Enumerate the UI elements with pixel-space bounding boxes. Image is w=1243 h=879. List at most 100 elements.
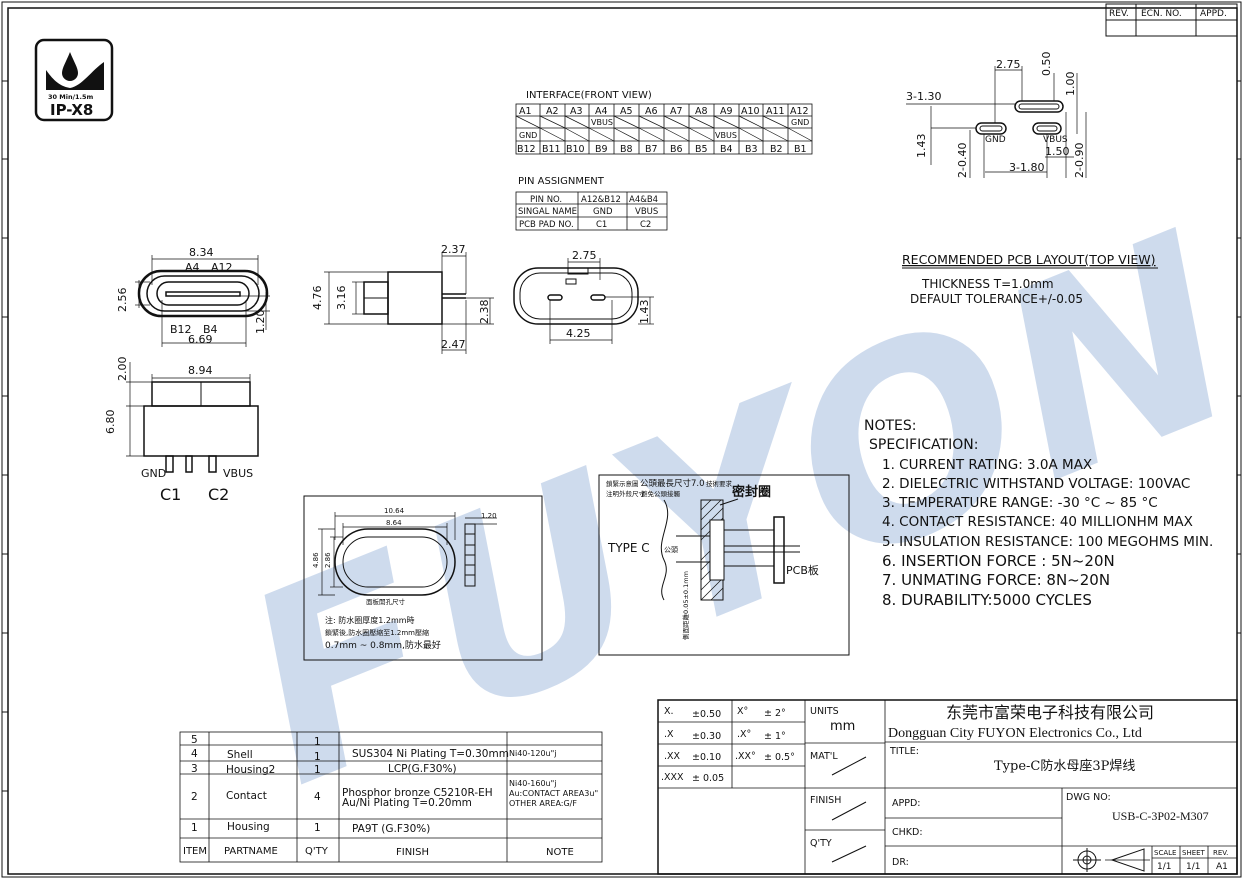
notes-title: NOTES:	[864, 418, 917, 434]
scale-value: 1/1	[1157, 862, 1171, 872]
bom-header-item: ITEM	[183, 846, 207, 857]
cutout-dim-2-86: 2.86	[324, 552, 332, 568]
pcb-thickness: THICKNESS T=1.0mm	[921, 277, 1054, 291]
pcb-dim-2-0-40: 2-0.40	[956, 143, 969, 178]
finish-label: FINISH	[810, 795, 841, 806]
rear-c2-label: C2	[208, 485, 229, 504]
pcb-dim-1-43: 1.43	[915, 134, 928, 159]
pa-r2c2: C2	[640, 220, 651, 230]
notes-block: NOTES: SPECIFICATION: 1. CURRENT RATING:…	[864, 418, 1213, 609]
cutout-dim-4-86: 4.86	[312, 552, 320, 568]
pin-b8: B8	[620, 144, 633, 155]
pcb-board-label: PCB板	[786, 563, 819, 577]
cutout-dim-8-64: 8.64	[386, 519, 402, 527]
front-pin-a4: A4	[185, 261, 200, 274]
chkd-label: CHKD:	[892, 827, 923, 838]
pin-b7: B7	[645, 144, 658, 155]
pcb-dim-0-50: 0.50	[1040, 52, 1053, 77]
pin-a10: A10	[741, 106, 760, 117]
pin-a12: A12	[790, 106, 809, 117]
signal-b4-vbus: VBUS	[715, 131, 737, 140]
title-label: TITLE:	[889, 746, 919, 757]
pcb-tolerance: DEFAULT TOLERANCE+/-0.05	[910, 292, 1083, 306]
bom-finish-4: SUS304 Ni Plating T=0.30mm	[352, 748, 509, 760]
pa-r2c1: C1	[596, 220, 607, 230]
cutout-note-3: 0.7mm ~ 0.8mm,防水最好	[325, 639, 441, 651]
tol-1-3: ± 1°	[764, 731, 786, 742]
pcb-dim-3-1-30: 3-1.30	[906, 90, 941, 103]
bottom-dim-4-25: 4.25	[566, 327, 591, 340]
dwg-no-value: USB-C-3P02-M307	[1112, 809, 1209, 823]
bom-item-1: 1	[191, 822, 198, 834]
pin-b12: B12	[517, 144, 536, 155]
scale-label: SCALE	[1154, 849, 1176, 857]
bom-header-qty: Q'TY	[305, 846, 329, 857]
company-name-en: Dongguan City FUYON Electronics Co., Ltd	[888, 726, 1142, 741]
rev-label: REV.	[1213, 849, 1228, 857]
cutout-caption: 面板開孔尺寸	[366, 597, 406, 606]
bom-qty-5: 1	[314, 736, 321, 748]
rear-dim-8-94: 8.94	[188, 364, 213, 377]
side-dim-2-38: 2.38	[478, 300, 491, 325]
tol-1-2: .X°	[737, 729, 751, 740]
bottom-view-drawing: 2.75 4.25 1.43	[513, 249, 654, 344]
cutout-dim-10-64: 10.64	[384, 507, 405, 515]
pcb-dim-2-0-90: 2-0.90	[1073, 143, 1086, 178]
bom-part-3: Housing2	[226, 764, 275, 776]
drawing-title: Type-C防水母座3P焊线	[994, 758, 1135, 774]
bom-part-2: Contact	[226, 790, 267, 802]
dwg-no-label: DWG NO:	[1066, 792, 1111, 803]
pa-r0c0: PIN NO.	[530, 195, 562, 205]
tol-3-1: ± 0.05	[692, 773, 724, 784]
pin-b10: B10	[566, 144, 585, 155]
front-pin-b12: B12	[170, 323, 192, 336]
pin-a2: A2	[546, 106, 559, 117]
pin-b6: B6	[670, 144, 683, 155]
tol-0-2: X°	[737, 706, 748, 717]
pcb-vbus-label: VBUS	[1043, 135, 1068, 145]
ip-rating: IP-X8	[50, 101, 93, 119]
gap-note: 側面距離0.05±0.1mm	[681, 571, 690, 640]
interface-hatch	[515, 115, 813, 142]
tol-0-3: ± 2°	[764, 708, 786, 719]
rear-view-drawing: 8.94 2.00 6.80 GND VBUS C1 C2	[104, 357, 259, 504]
tol-2-2: .XX°	[735, 751, 756, 762]
units-label: UNITS	[810, 706, 839, 717]
rear-vbus-label: VBUS	[223, 467, 253, 480]
interface-title: INTERFACE(FRONT VIEW)	[526, 90, 652, 101]
note-item-1: 1. CURRENT RATING: 3.0A MAX	[882, 457, 1092, 473]
side-dim-3-16: 3.16	[335, 286, 348, 311]
pin-b1: B1	[794, 144, 807, 155]
pin-a6: A6	[645, 106, 658, 117]
bom-header-note: NOTE	[546, 847, 574, 858]
bom-qty-2: 4	[314, 791, 321, 803]
appd-label: APPD:	[892, 798, 920, 809]
cutout-dim-1-20: 1.20	[481, 512, 497, 520]
section-note-a: 鎖緊示意圖	[606, 479, 639, 488]
type-c-label: TYPE C	[607, 541, 650, 555]
pin-a4: A4	[595, 106, 608, 117]
appd-header: APPD.	[1200, 9, 1227, 19]
bom-qty-4: 1	[314, 751, 321, 763]
pin-b4: B4	[720, 144, 733, 155]
side-dim-4-76: 4.76	[311, 286, 324, 311]
signal-a4-vbus: VBUS	[591, 118, 613, 127]
tol-1-1: ±0.30	[692, 731, 721, 742]
pin-b11: B11	[542, 144, 561, 155]
pin-assignment-table: PIN ASSIGNMENT PIN NO. A12&B12 A4&B4 SIN…	[515, 176, 668, 231]
tol-0-0: X.	[664, 706, 674, 717]
pin-a1: A1	[519, 106, 532, 117]
sheet-label: SHEET	[1182, 849, 1206, 857]
pin-a8: A8	[695, 106, 708, 117]
matl-label: MAT'L	[810, 751, 838, 762]
bom-header-partname: PARTNAME	[224, 846, 278, 857]
tol-3-0: .XXX	[661, 772, 684, 783]
sheet-value: 1/1	[1186, 862, 1200, 872]
section-note-d: 注明外殼尺寸	[606, 489, 646, 498]
pin-a5: A5	[620, 106, 633, 117]
front-pin-b4: B4	[203, 323, 218, 336]
title-block: X. ±0.50 X° ± 2° .X ±0.30 .X° ± 1° .XX ±…	[657, 699, 1238, 875]
bom-qty-1: 1	[314, 822, 321, 834]
